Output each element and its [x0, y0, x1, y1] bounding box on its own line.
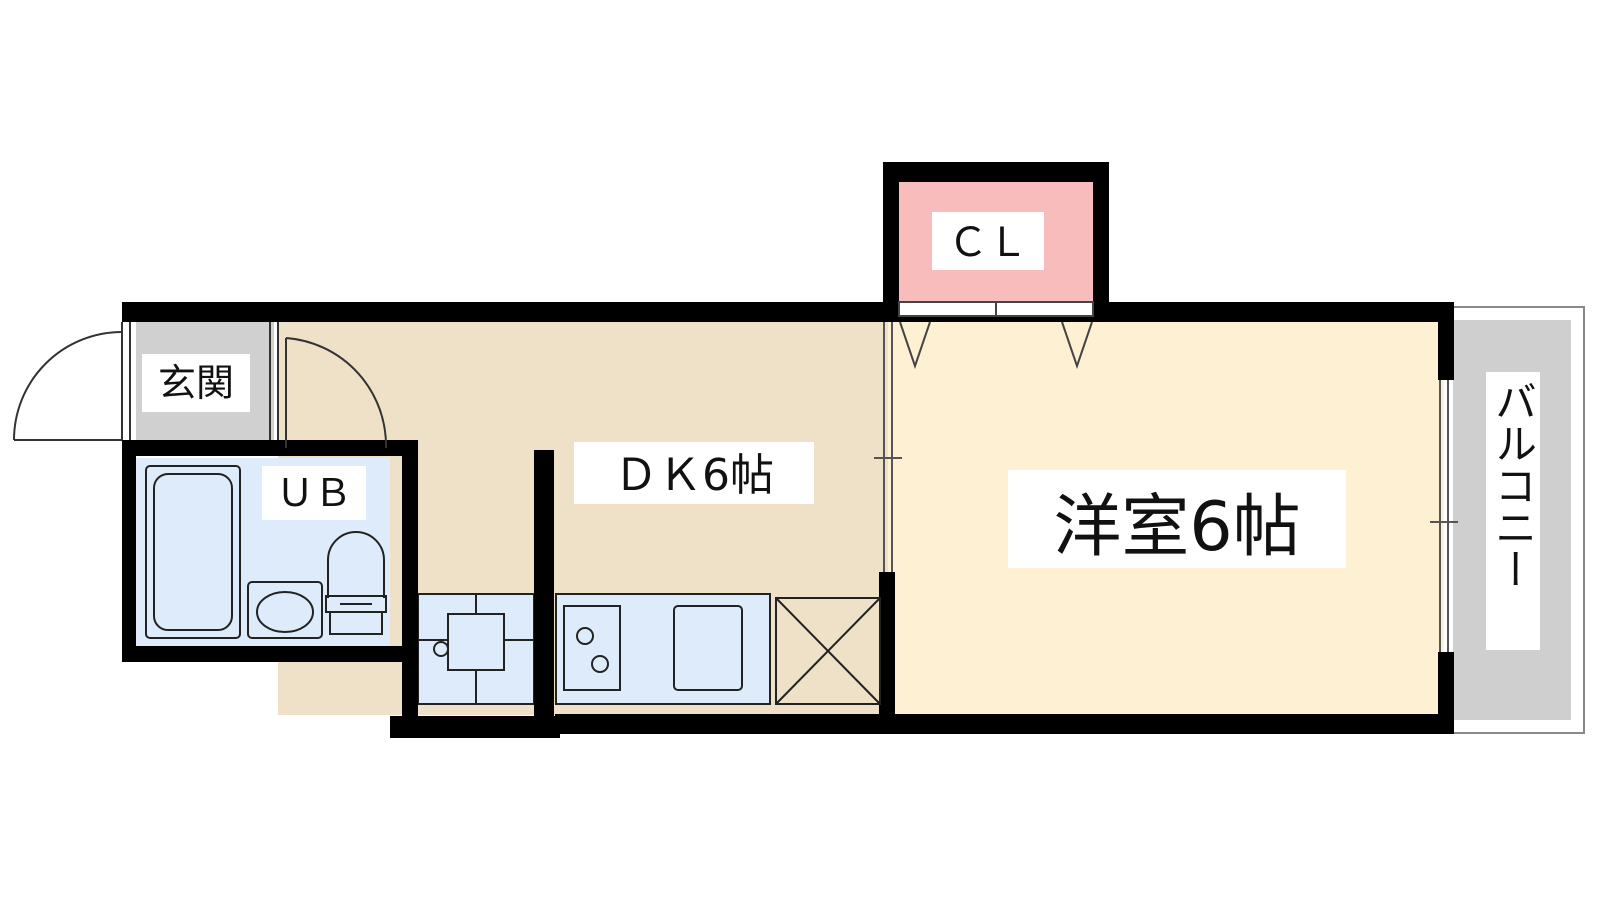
- unit-bath-label: ＵＢ: [276, 471, 352, 515]
- walls: [122, 162, 1454, 738]
- western-room-label-bg: [1008, 470, 1346, 568]
- western-room-label: 洋室6帖: [1053, 488, 1300, 567]
- entrance-label-bg: [142, 354, 250, 412]
- dk-label: ＤＫ6帖: [614, 450, 774, 501]
- closet-label-bg: [932, 212, 1044, 270]
- closet-label: ＣＬ: [948, 220, 1028, 266]
- balcony-label: バルコニー: [1489, 380, 1538, 590]
- kitchen-counter: [555, 593, 771, 705]
- partition-door: [874, 322, 1458, 652]
- refrigerator-space-icon: [775, 597, 881, 705]
- closet-doors: [898, 301, 1094, 370]
- entrance-door: [13, 322, 388, 449]
- toilet-icon: [325, 531, 387, 635]
- stove-icon: [576, 627, 609, 673]
- unit-bath-label-bg: [262, 466, 366, 520]
- entrance-label: 玄関: [158, 361, 234, 405]
- bathtub-icon: [145, 465, 241, 639]
- washing-machine-icon: [418, 594, 534, 704]
- balcony-label-bg: [1486, 372, 1540, 650]
- dk-label-bg: [574, 442, 814, 504]
- washbasin-icon: [247, 581, 323, 639]
